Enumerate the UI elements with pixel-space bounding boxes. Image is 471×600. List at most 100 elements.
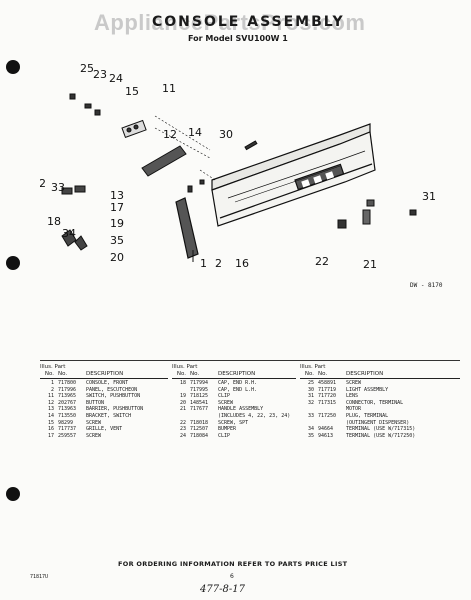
illus-no: 2 bbox=[50, 386, 54, 393]
illus-no: 35 bbox=[307, 432, 314, 439]
illus-no: 24 bbox=[179, 432, 186, 439]
callout-20: 20 bbox=[110, 251, 124, 264]
illus-no: 11 bbox=[47, 393, 54, 400]
callout-13: 13 bbox=[110, 189, 124, 202]
part-no: 94664 bbox=[318, 426, 334, 433]
illus-no bbox=[172, 387, 190, 394]
part-description: PANEL, ESCUTCHEON bbox=[86, 386, 138, 393]
part-no: 202767 bbox=[58, 399, 77, 406]
illus-no: 14 bbox=[47, 412, 54, 419]
part-no: 718084 bbox=[190, 432, 209, 439]
illus-no: 31 bbox=[307, 393, 314, 400]
part-no: 717800 bbox=[58, 380, 77, 386]
part-no: 717994 bbox=[190, 380, 209, 386]
callout-2: 2 bbox=[215, 257, 222, 270]
illus-no bbox=[300, 420, 318, 427]
header-no: No. bbox=[304, 371, 314, 377]
illus-no: 15 bbox=[47, 419, 54, 426]
part-no: 712507 bbox=[190, 426, 209, 433]
page-subtitle: For Model SVU100W 1 bbox=[188, 34, 288, 43]
part-description: CONNECTOR, TERMINAL bbox=[346, 399, 404, 406]
part-description: LIGHT ASSEMBLY bbox=[346, 386, 389, 393]
header-part-no: No. bbox=[318, 371, 328, 377]
handwritten-note: 477-8-17 bbox=[200, 584, 245, 595]
illus-no: 32 bbox=[307, 399, 314, 406]
callout-24: 24 bbox=[109, 72, 123, 85]
part-description: (INCLUDES 4, 22, 23, 24) bbox=[218, 412, 291, 419]
header-description: DESCRIPTION bbox=[218, 371, 256, 377]
leader-lines bbox=[154, 115, 216, 181]
illus-no: 12 bbox=[47, 399, 54, 406]
table-top-rule bbox=[40, 360, 460, 361]
illus-no: 20 bbox=[179, 399, 186, 406]
part-no: 713963 bbox=[58, 406, 77, 413]
part-no: 94613 bbox=[318, 432, 334, 439]
callout-33: 33 bbox=[51, 181, 65, 194]
switch-pushbutton-part bbox=[121, 119, 147, 139]
callout-34: 18 bbox=[47, 215, 61, 228]
illus-no: 25 bbox=[307, 380, 314, 386]
table-row: 23 712507 BUMPER bbox=[172, 426, 296, 433]
part-no bbox=[318, 420, 346, 427]
ordering-info-footer: FOR ORDERING INFORMATION REFER TO PARTS … bbox=[118, 560, 348, 568]
part-description: CLIP bbox=[218, 393, 231, 400]
callout-35: 34 bbox=[62, 227, 76, 240]
part-description: CAP, END L.H. bbox=[218, 386, 258, 393]
punch-hole-top bbox=[6, 60, 20, 74]
illus-no: 34 bbox=[307, 426, 314, 433]
callout-32: 32 bbox=[40, 177, 46, 190]
illus-no bbox=[172, 413, 190, 420]
part-description: SCREW, SPT bbox=[218, 419, 249, 426]
illus-no: 21 bbox=[179, 406, 186, 413]
callout-11: 11 bbox=[162, 82, 176, 95]
diagram-code: DW - 8170 bbox=[410, 282, 443, 289]
header-part-no: No. bbox=[58, 371, 68, 377]
hardware-parts bbox=[69, 93, 417, 262]
part-description: MOTOR bbox=[346, 406, 362, 413]
column-header-illus: Illus. Part bbox=[300, 364, 326, 370]
part-no: 458891 bbox=[318, 380, 337, 386]
table-row: MOTOR bbox=[300, 406, 460, 413]
part-description: BUMPER bbox=[218, 426, 237, 433]
illus-no: 18 bbox=[179, 380, 186, 386]
table-row: 32 717315 CONNECTOR, TERMINAL bbox=[300, 400, 460, 407]
part-no: 98299 bbox=[58, 419, 74, 426]
header-no: No. bbox=[44, 371, 54, 377]
callout-15: 15 bbox=[125, 85, 139, 98]
illus-no: 19 bbox=[179, 393, 186, 400]
part-no: 717315 bbox=[318, 399, 337, 406]
header-description: DESCRIPTION bbox=[86, 371, 124, 377]
table-row: (INCLUDES 4, 22, 23, 24) bbox=[172, 413, 296, 420]
callout-22: 22 bbox=[315, 255, 329, 268]
part-description: SCREW bbox=[86, 432, 102, 439]
terminal-parts bbox=[61, 185, 88, 251]
illus-no: 30 bbox=[307, 386, 314, 393]
part-no: 717250 bbox=[318, 412, 337, 419]
punch-hole-middle bbox=[6, 256, 20, 270]
part-no: 717719 bbox=[318, 386, 337, 393]
table-row: 30 717719 LIGHT ASSEMBLY bbox=[300, 387, 460, 394]
callout-16: 16 bbox=[235, 257, 249, 270]
part-description: CONSOLE, FRONT bbox=[86, 380, 129, 386]
callout-19: 19 bbox=[110, 217, 124, 230]
header-no: No. bbox=[176, 371, 186, 377]
part-description: LENS bbox=[346, 393, 359, 400]
part-description: SCREW bbox=[86, 419, 102, 426]
page-number: 6 bbox=[230, 573, 234, 580]
callout-17: 17 bbox=[110, 201, 124, 214]
illus-no: 23 bbox=[179, 426, 186, 433]
illus-no: 16 bbox=[47, 426, 54, 433]
illus-no: 22 bbox=[179, 419, 186, 426]
callout-12: 12 bbox=[163, 128, 177, 141]
